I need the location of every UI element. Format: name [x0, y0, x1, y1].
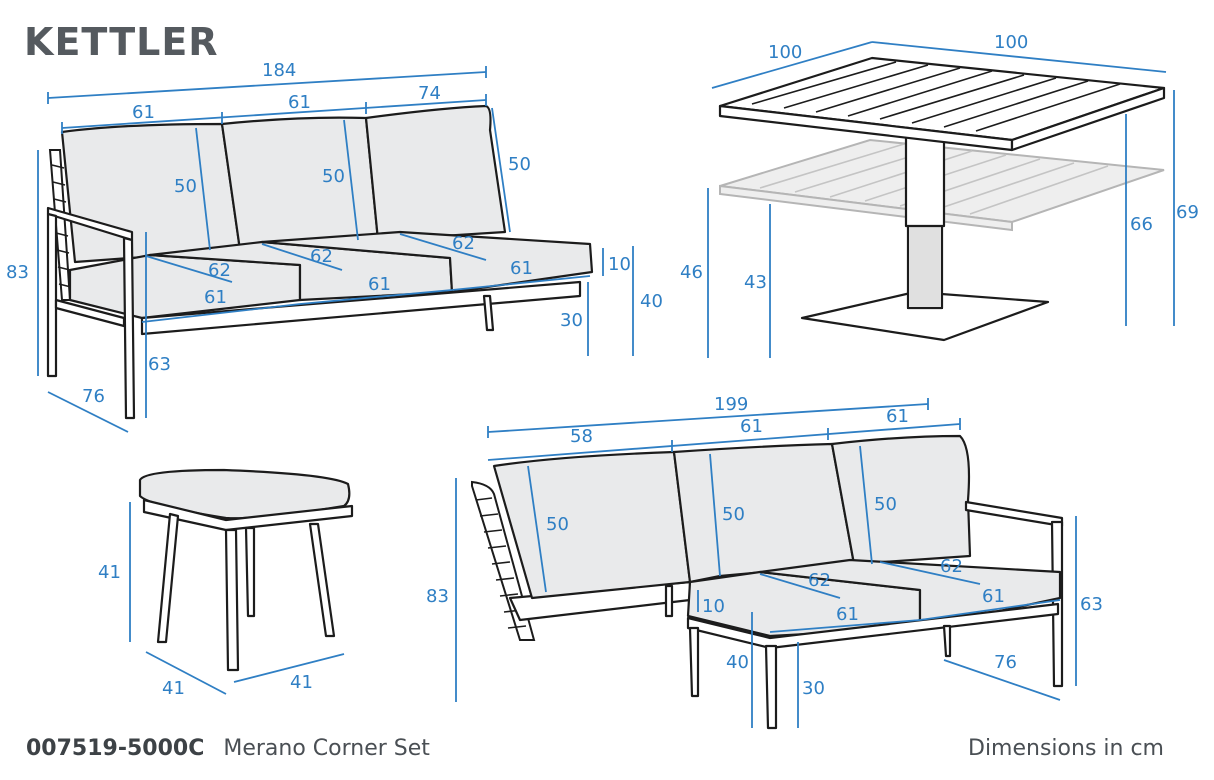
sofa-dimension-labels: 184 61 61 74 50 50 50 62 62 62 61 61 61 … [6, 60, 663, 407]
corner-seat-height: 40 [726, 652, 749, 673]
corner-height: 83 [426, 586, 449, 607]
corner-back-height-3: 50 [874, 494, 897, 515]
corner-arm-height: 63 [1080, 594, 1103, 615]
corner-total-width: 199 [714, 394, 748, 415]
corner-frame-height: 30 [802, 678, 825, 699]
sofa-back-height-3: 50 [508, 154, 531, 175]
corner-seat-front-2: 61 [982, 586, 1005, 607]
stool-dimension-labels: 41 41 41 [98, 562, 313, 699]
sofa-depth: 76 [82, 386, 105, 407]
sofa-dimension-lines [37, 66, 634, 433]
table-high-height: 69 [1176, 202, 1199, 223]
brand-logo: KETTLER [24, 20, 219, 64]
table-width: 100 [994, 32, 1028, 53]
corner-dimension-lines [455, 398, 1077, 728]
stool-drawing [138, 468, 354, 672]
product-code: 007519-5000C [26, 736, 205, 761]
product-caption: 007519-5000C Merano Corner Set [26, 736, 430, 761]
sofa-seat-depth-3: 62 [452, 233, 475, 254]
corner-seat-depth-1: 62 [808, 570, 831, 591]
sofa-height: 83 [6, 262, 29, 283]
stool-dimension-lines [129, 502, 345, 695]
sofa-seat-depth-2: 62 [310, 246, 333, 267]
stool-width: 41 [290, 672, 313, 693]
sofa-arm-height: 63 [148, 354, 171, 375]
stool-depth: 41 [162, 678, 185, 699]
sofa-seat-height: 40 [640, 291, 663, 312]
sofa-drawing [46, 104, 594, 420]
table-drawing [718, 56, 1166, 342]
stool-height: 41 [98, 562, 121, 583]
corner-back-height-1: 50 [546, 514, 569, 535]
corner-cushion-thickness: 10 [702, 596, 725, 617]
corner-seat-width-3: 61 [886, 406, 909, 427]
table-dimension-lines [707, 41, 1175, 358]
sofa-back-height-1: 50 [174, 176, 197, 197]
corner-seat-depth-2: 62 [940, 556, 963, 577]
units-note: Dimensions in cm [968, 736, 1164, 761]
table-depth: 100 [768, 42, 802, 63]
sofa-seat-front-1: 61 [204, 287, 227, 308]
corner-seat-width-2: 61 [740, 416, 763, 437]
table-low-top: 43 [744, 272, 767, 293]
sofa-seat-width-2: 61 [288, 92, 311, 113]
sofa-cushion-thickness: 10 [608, 254, 631, 275]
corner-drawing [471, 434, 1064, 730]
sofa-seat-width-3: 74 [418, 83, 441, 104]
sofa-seat-front-2: 61 [368, 274, 391, 295]
sofa-back-height-2: 50 [322, 166, 345, 187]
corner-seat-width-1: 58 [570, 426, 593, 447]
corner-depth: 76 [994, 652, 1017, 673]
corner-dimension-labels: 199 58 61 61 50 50 50 62 62 61 61 83 63 … [426, 394, 1103, 699]
table-dimension-labels: 100 100 69 66 46 43 [680, 32, 1199, 293]
sofa-total-width: 184 [262, 60, 296, 81]
sofa-seat-width-1: 61 [132, 102, 155, 123]
sofa-seat-depth-1: 62 [208, 260, 231, 281]
table-low-height: 46 [680, 262, 703, 283]
sofa-frame-height: 30 [560, 310, 583, 331]
table-high-top: 66 [1130, 214, 1153, 235]
corner-seat-front-1: 61 [836, 604, 859, 625]
sofa-seat-front-3: 61 [510, 258, 533, 279]
corner-back-height-2: 50 [722, 504, 745, 525]
product-name: Merano Corner Set [223, 736, 430, 761]
